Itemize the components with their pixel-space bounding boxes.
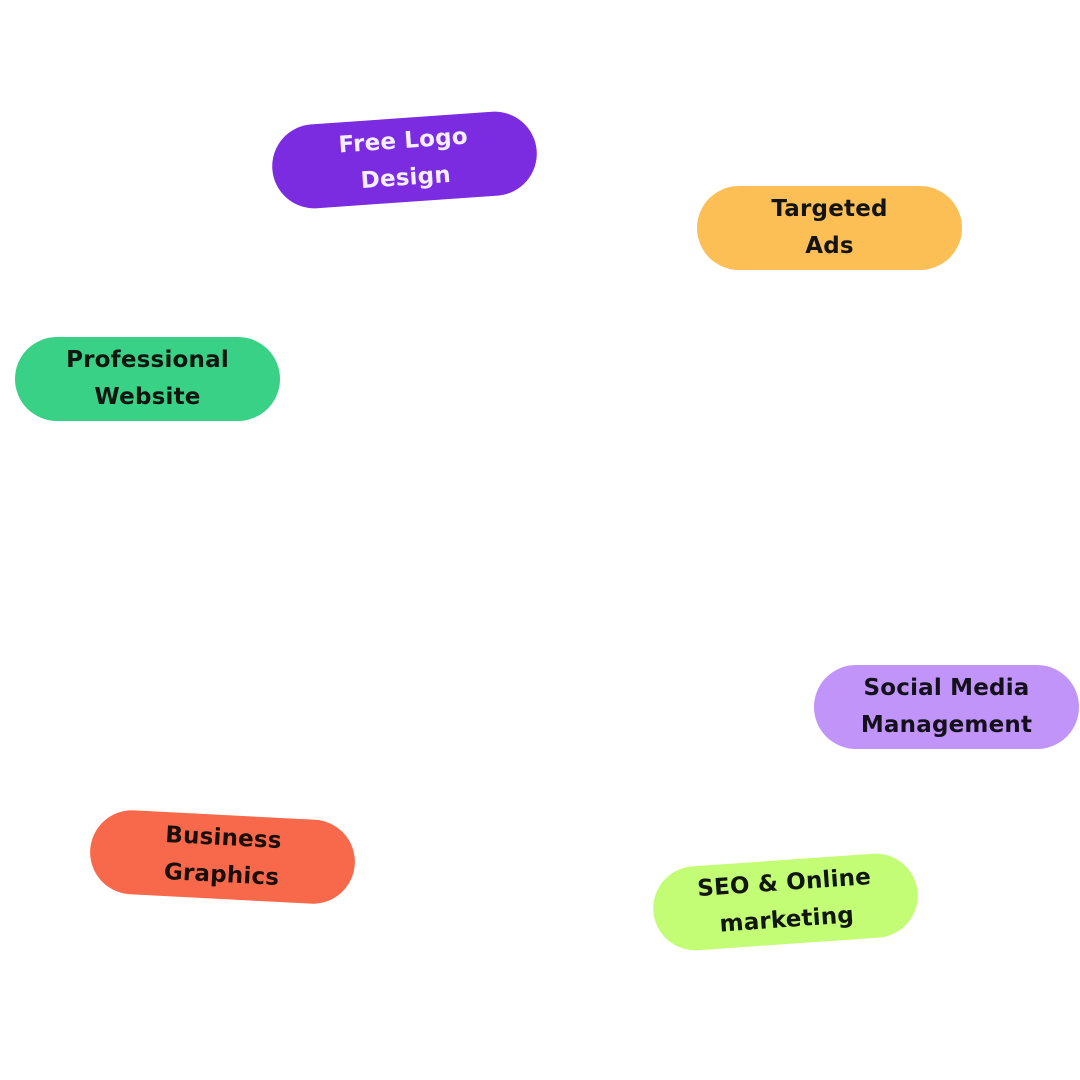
pill-label-line: Design: [359, 161, 452, 195]
pill-label-line: Professional: [66, 347, 229, 373]
pill-label: Targeted Ads: [771, 191, 887, 265]
pill-seo-online-marketing: SEO & Online marketing: [650, 850, 921, 954]
pill-business-graphics: Business Graphics: [87, 808, 358, 906]
pill-label: SEO & Online marketing: [696, 859, 875, 945]
pill-label-line: Management: [860, 712, 1033, 738]
pill-label: Free Logo Design: [337, 119, 471, 202]
pill-label: Business Graphics: [162, 817, 282, 897]
pill-label-line: Targeted: [771, 196, 888, 222]
pill-free-logo-design: Free Logo Design: [269, 108, 540, 212]
pill-label-line: Ads: [805, 233, 854, 259]
pill-label: Social Media Management: [861, 670, 1032, 744]
pill-targeted-ads: Targeted Ads: [697, 186, 962, 270]
pill-label-line: Business: [164, 821, 283, 855]
pill-label-line: Graphics: [163, 858, 280, 891]
pill-label: Professional Website: [66, 342, 229, 416]
pill-professional-website: Professional Website: [15, 337, 280, 421]
pill-label-line: Website: [94, 384, 201, 410]
pill-label-line: Social Media: [863, 675, 1030, 701]
pill-social-media-management: Social Media Management: [814, 665, 1079, 749]
